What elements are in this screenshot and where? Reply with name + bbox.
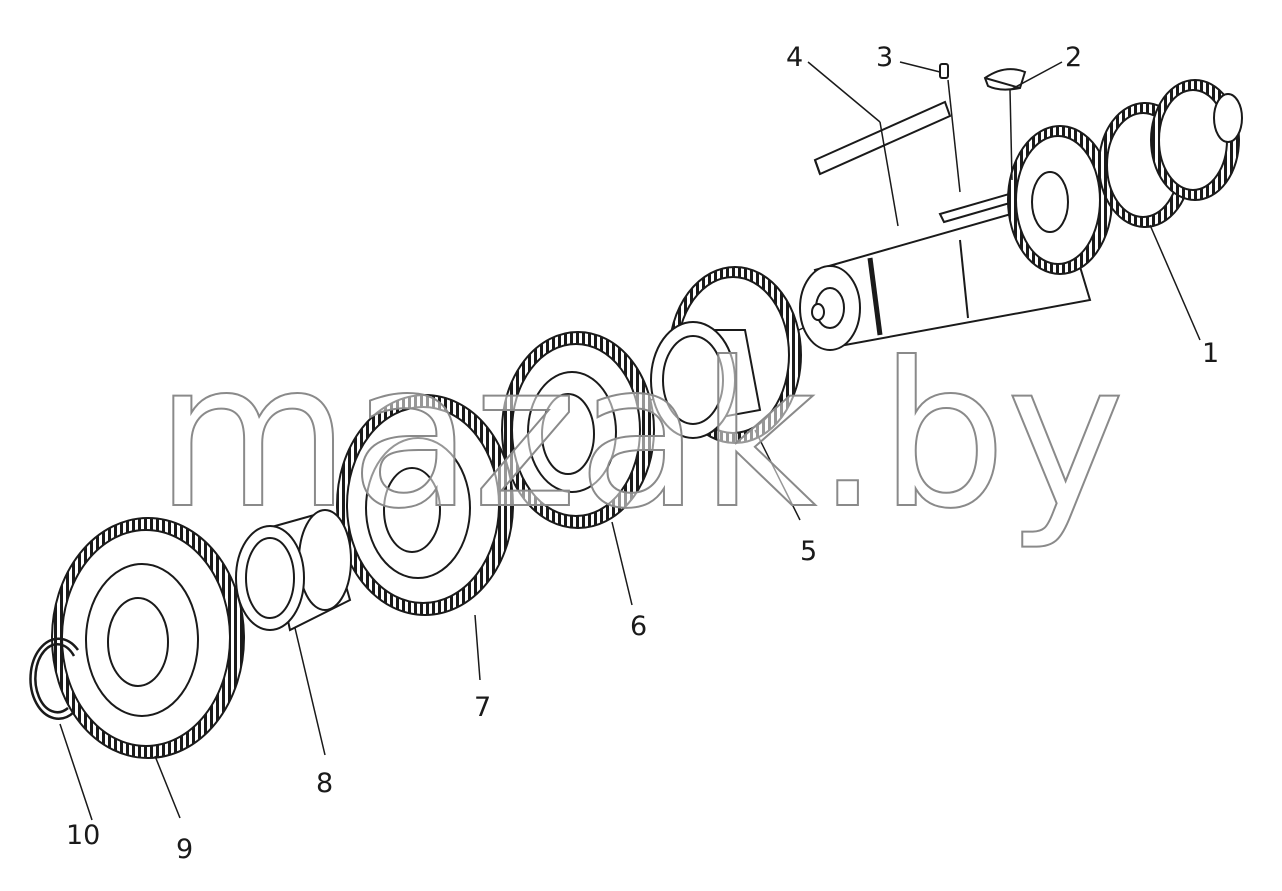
callout-4: 4 [786, 42, 803, 73]
callout-3: 3 [876, 42, 893, 73]
callout-2: 2 [1065, 42, 1082, 73]
part-6-gear [501, 331, 655, 529]
callout-7: 7 [474, 692, 491, 723]
leader-lines [59, 61, 1201, 821]
callout-9: 9 [176, 834, 193, 865]
callout-6: 6 [630, 611, 647, 642]
part-5-gear-with-hub [650, 266, 802, 444]
watermark-text: mazak.by [155, 320, 1125, 553]
part-1-shaft [799, 79, 1243, 351]
callout-1: 1 [1202, 338, 1219, 369]
part-3-small-key [939, 63, 949, 79]
part-8-sleeve [235, 509, 352, 632]
callout-5: 5 [800, 536, 817, 567]
callout-8: 8 [316, 768, 333, 799]
part-9-large-gear [51, 517, 245, 759]
part-2-woodruff-key [983, 68, 1027, 91]
part-7-gear [336, 394, 514, 616]
callout-10: 10 [66, 820, 100, 851]
part-10-retaining-ring [29, 637, 80, 720]
callout-labels: 1 2 3 4 5 6 7 8 9 10 [66, 42, 1219, 865]
